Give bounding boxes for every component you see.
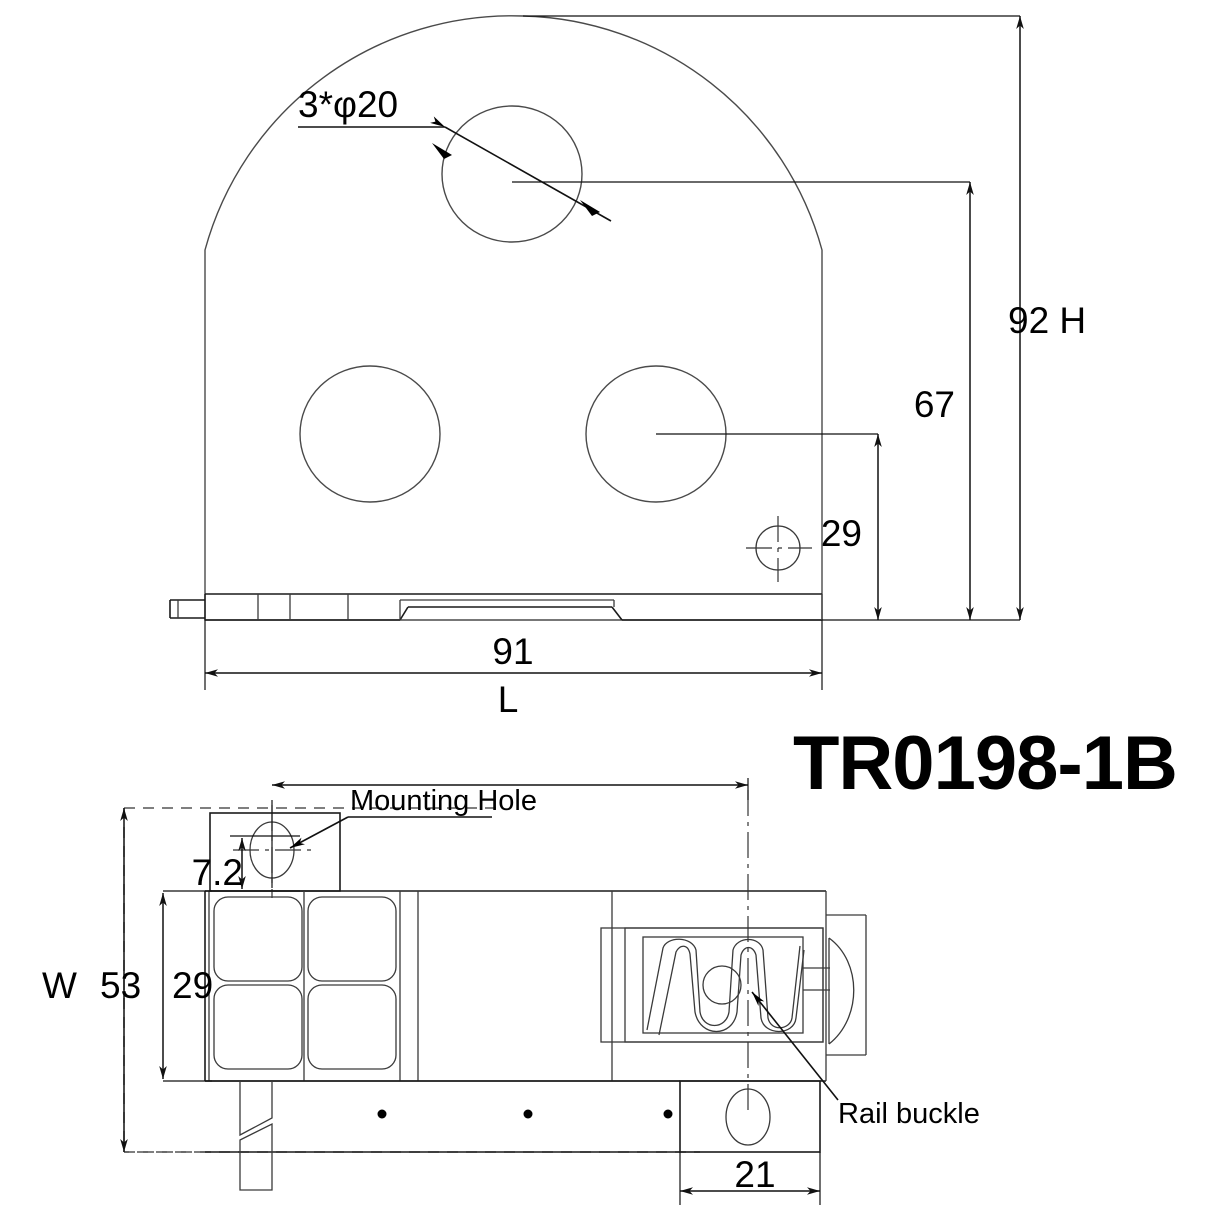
front-base-rail <box>169 593 823 621</box>
rail-buckle-bottom-box <box>679 1080 821 1153</box>
front-hole-top <box>441 105 583 243</box>
mounting-hole-label: Mounting Hole <box>350 785 537 817</box>
strip-dot-1 <box>377 1109 387 1119</box>
rail-buckle-assembly <box>600 790 867 1110</box>
front-hole-left <box>299 365 441 503</box>
strip-dot-3 <box>663 1109 673 1119</box>
dim-width-symbol-label: W <box>42 965 77 1006</box>
mounting-hole-leader <box>289 816 492 849</box>
dim-height-29-label: 29 <box>821 513 862 554</box>
part-code-label: TR0198-1B <box>793 721 1177 806</box>
front-view: 3*φ20 92 H 67 29 91 L <box>169 15 1086 720</box>
break-line-icon <box>239 1081 273 1191</box>
bottom-view: 7.2 Mounting Hole Rail buckle W 53 29 <box>42 778 980 1205</box>
rail-buckle-endcap <box>826 914 867 1056</box>
dim-height-67-label: 67 <box>914 384 955 425</box>
dim-width-29-label: 29 <box>172 965 213 1006</box>
dim-21-label: 21 <box>734 1154 775 1195</box>
front-small-hole <box>746 516 812 582</box>
strip-dot-2 <box>523 1109 533 1119</box>
hole-note-label: 3*φ20 <box>298 84 398 125</box>
hole-note-leader <box>298 116 612 222</box>
rail-buckle-spring <box>646 938 801 1031</box>
rail-buckle-leader <box>751 991 839 1101</box>
dim-width-53-label: 53 <box>100 965 141 1006</box>
dim-length-91-label: 91 <box>492 631 533 672</box>
rail-buckle-label: Rail buckle <box>838 1098 980 1130</box>
bottom-main-body <box>204 890 827 1082</box>
terminal-block-grid <box>208 891 401 1081</box>
dim-length-symbol-label: L <box>498 679 519 720</box>
dim-72-label: 7.2 <box>192 852 243 893</box>
dim-height-92-label: 92 H <box>1008 300 1086 341</box>
bottom-lower-strip <box>124 1080 680 1191</box>
